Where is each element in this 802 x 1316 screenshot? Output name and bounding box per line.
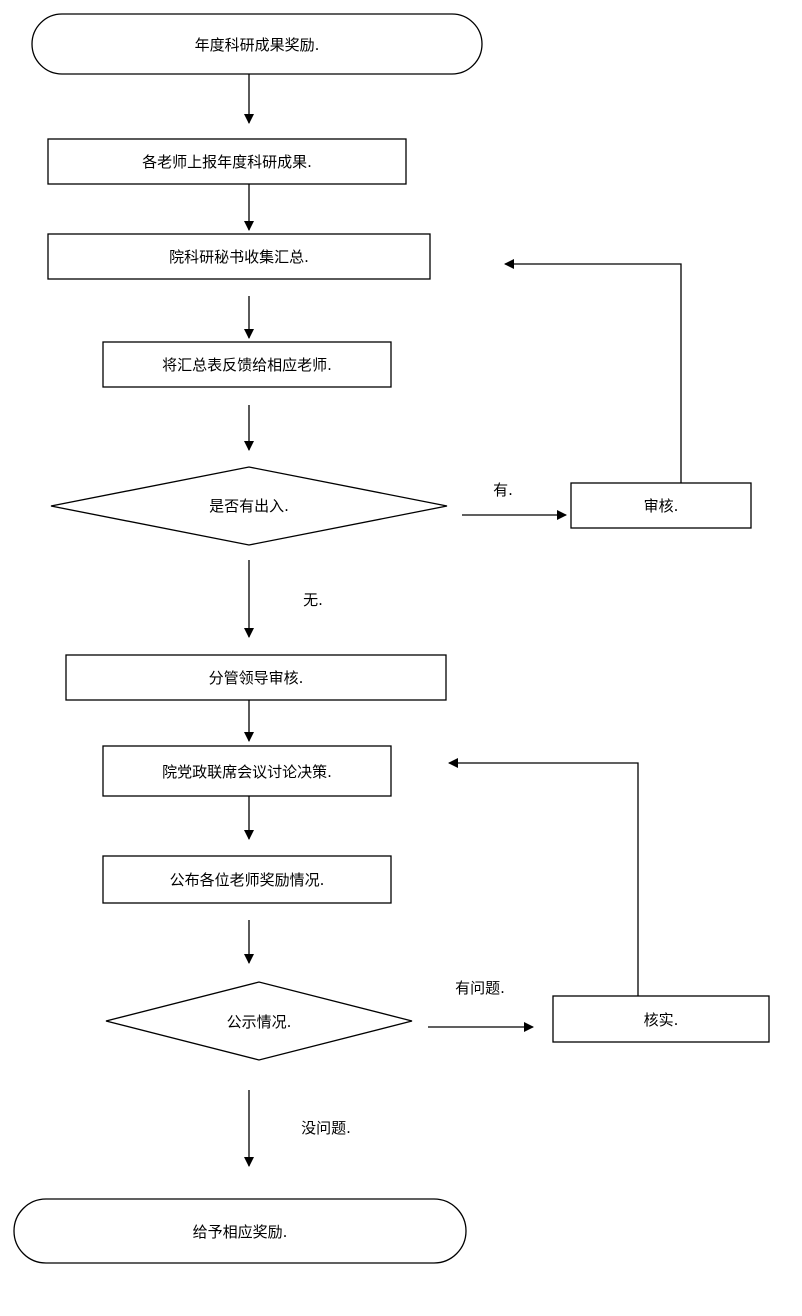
end-terminator: 给予相应奖励. [13,1198,467,1264]
meeting-box: 院党政联席会议讨论决策. [102,745,392,797]
feedback-box: 将汇总表反馈给相应老师. [102,341,392,388]
leader-audit-box: 分管领导审核. [65,654,447,701]
report-label: 各老师上报年度科研成果. [142,153,312,171]
publish-label: 公布各位老师奖励情况. [170,871,325,889]
publish-box: 公布各位老师奖励情况. [102,855,392,904]
edge-label-no-problem: 没问题. [301,1119,351,1137]
collect-box: 院科研秘书收集汇总. [47,233,431,280]
collect-label: 院科研秘书收集汇总. [169,248,309,266]
audit-box: 审核. [570,482,752,529]
report-box: 各老师上报年度科研成果. [47,138,407,185]
end-label: 给予相应奖励. [193,1223,288,1241]
start-terminator: 年度科研成果奖励. [31,13,483,75]
decision1-diamond: 是否有出入. [50,466,448,546]
audit-label: 审核. [644,497,679,515]
decision2-label: 公示情况. [227,1013,292,1031]
edge-label-no: 无. [303,591,323,609]
arrow-verify-loop-back [448,758,639,996]
meeting-label: 院党政联席会议讨论决策. [162,763,332,781]
edge-label-yes: 有. [493,481,513,499]
verify-box: 核实. [552,995,770,1043]
leader-audit-label: 分管领导审核. [209,669,304,687]
edge-label-problem: 有问题. [455,979,505,997]
verify-label: 核实. [644,1011,679,1029]
decision1-label: 是否有出入. [209,497,289,515]
arrow-audit-loop-back [504,259,682,483]
feedback-label: 将汇总表反馈给相应老师. [162,356,332,374]
start-label: 年度科研成果奖励. [195,36,320,54]
decision2-diamond: 公示情况. [105,981,413,1061]
